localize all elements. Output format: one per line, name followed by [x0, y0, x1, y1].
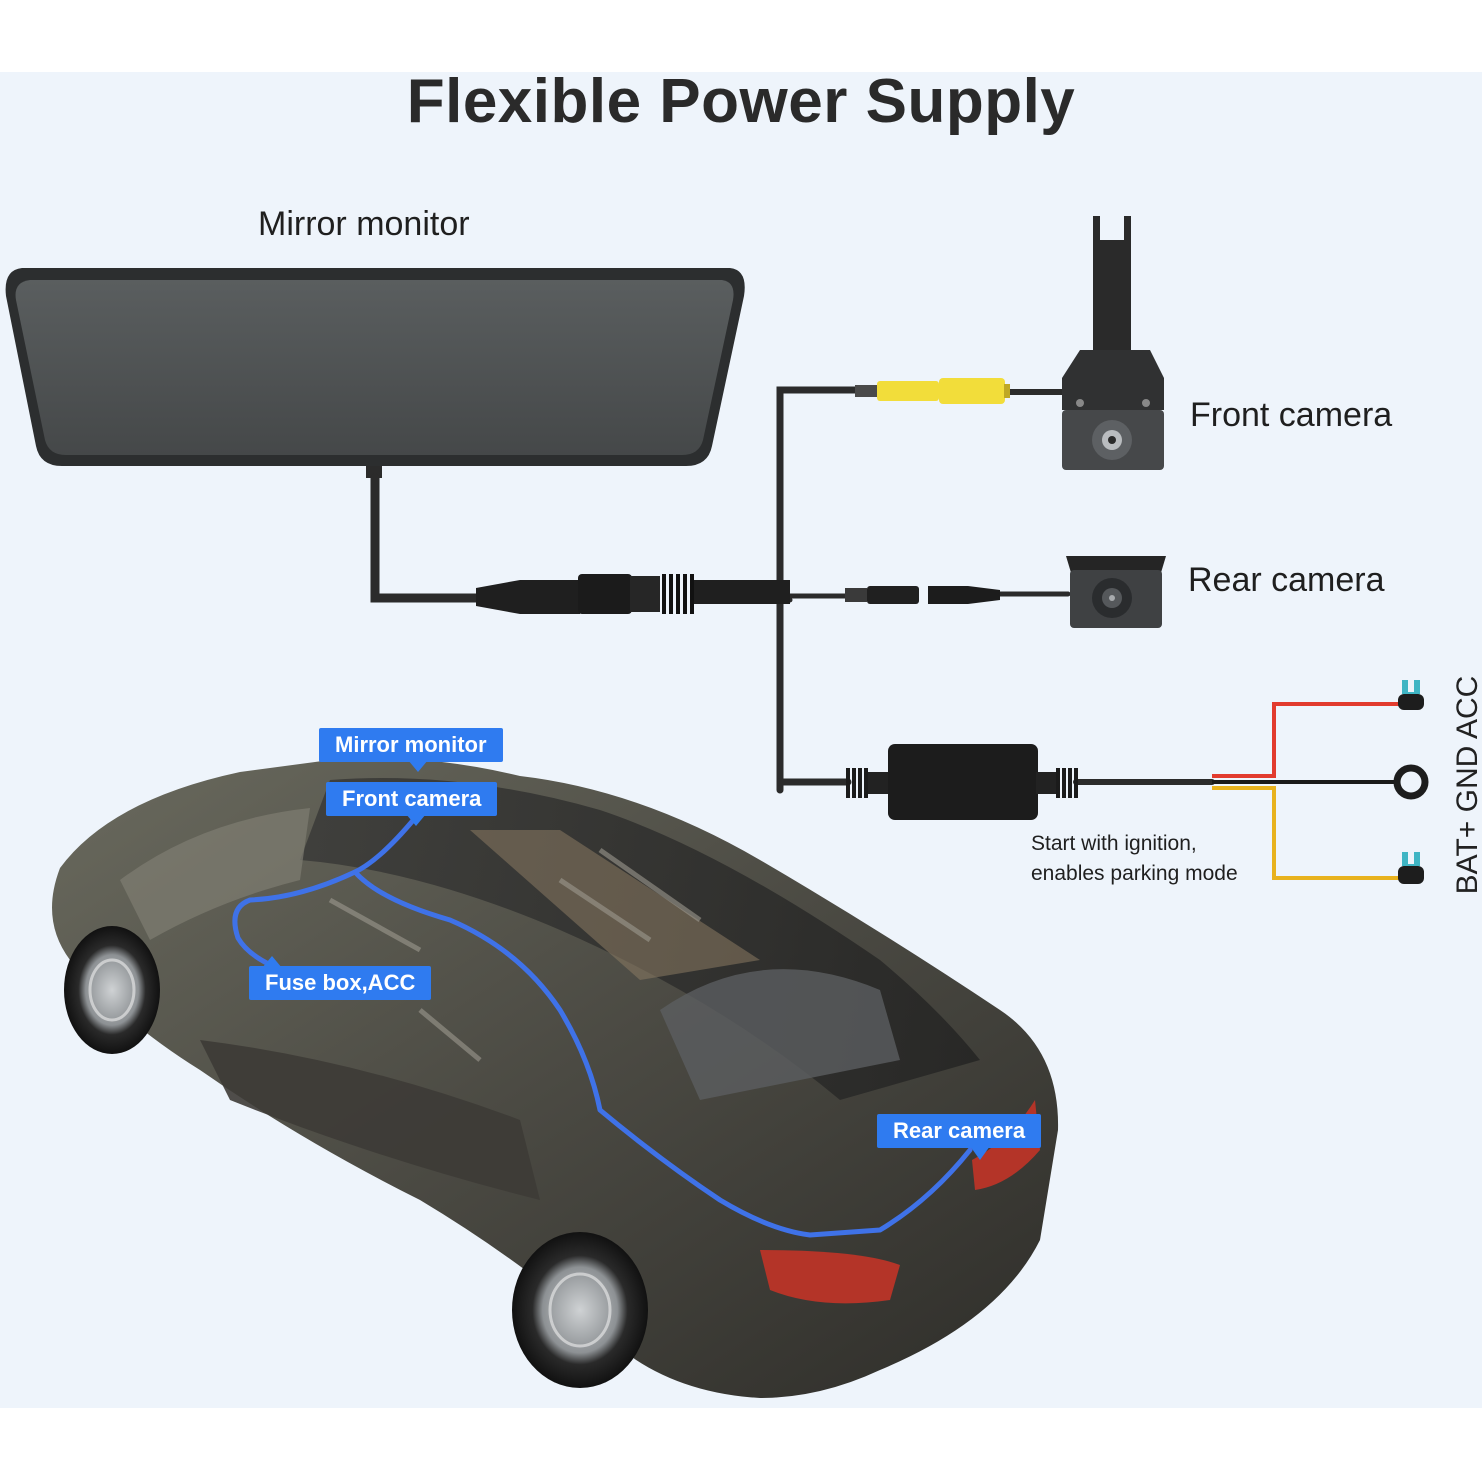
hardwire-note-line2: enables parking mode	[1031, 862, 1238, 885]
mirror-monitor-label: Mirror monitor	[258, 205, 470, 243]
car-tag-fuse-box: Fuse box,ACC	[249, 966, 432, 1000]
front-yellow-connector	[855, 378, 1010, 404]
car-tag-front-camera: Front camera	[326, 782, 498, 816]
power-wires	[1212, 702, 1400, 880]
car-illustration	[52, 758, 1059, 1398]
hardwire-note: Start with ignition, enables parking mod…	[1031, 829, 1238, 889]
fuse-tap-acc	[1398, 852, 1424, 884]
hardwire-kit	[846, 744, 1078, 820]
hardwire-note-line1: Start with ignition,	[1031, 832, 1197, 855]
car-tag-mirror-monitor: Mirror monitor	[319, 728, 503, 762]
tag-pointers	[262, 760, 990, 1160]
page-title: Flexible Power Supply	[406, 67, 1076, 136]
fuse-tap-bat	[1398, 680, 1424, 710]
rear-camera-device	[1066, 556, 1166, 628]
wire-labels: BAT+ GND ACC	[1451, 675, 1482, 895]
car-tag-rear-camera: Rear camera	[877, 1114, 1042, 1148]
cable-route	[232, 815, 973, 1238]
ground-ring	[1393, 764, 1429, 800]
main-cables	[370, 386, 1215, 794]
main-connector	[476, 574, 790, 614]
rear-camera-label: Rear camera	[1188, 561, 1385, 599]
mirror-monitor	[5, 268, 745, 478]
rear-connector	[845, 586, 1000, 604]
front-camera-device	[1062, 216, 1164, 470]
front-camera-label: Front camera	[1190, 396, 1393, 434]
